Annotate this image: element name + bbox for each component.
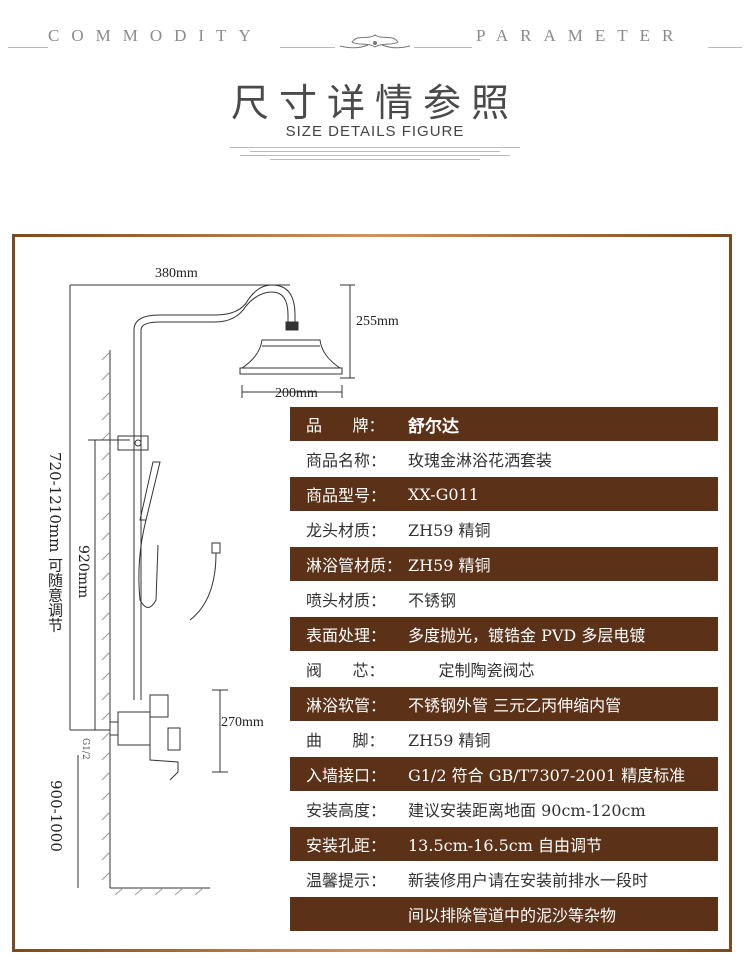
spec-row-pipe-material: 淋浴管材质：ZH59 精铜 [290,547,718,581]
spec-row-curved-leg: 曲 脚：ZH59 精铜 [306,731,491,750]
spec-row-valve-core: 阀 芯： 定制陶瓷阀芯 [306,661,535,680]
dim-width-label: 380mm [155,266,198,281]
page-subtitle: SIZE DETAILS FIGURE [285,123,465,140]
page-title: 尺寸详情参照 [230,81,519,125]
spec-row-name: 商品名称：玫瑰金淋浴花洒套装 [306,451,553,470]
spec-row-hole-distance: 安装孔距：13.5cm-16.5cm 自由调节 [290,827,718,861]
header-left-word: COMMODITY [48,26,263,45]
header-line-mid-right [414,47,472,48]
dim-head-diameter-label: 200mm [275,386,318,401]
dim-floor-label: 900-1000 [47,780,65,852]
spec-row-surface: 表面处理：多度抛光，镀锆金 PVD 多层电镀 [290,617,718,651]
dim-thread-label: G1/2 [80,738,90,760]
header-line-right [708,47,742,48]
spec-row-tip: 温馨提示：新装修用户请在安装前排水一段时 [306,871,649,890]
spec-row-head-material: 喷头材质：不锈钢 [306,591,457,610]
spec-row-model: 商品型号：XX-G011 [290,477,718,511]
spec-row-brand: 品 牌：舒尔达 [290,407,718,441]
header-line-left [8,47,48,48]
ornament-icon [339,34,411,49]
spec-row-faucet-material: 龙头材质：ZH59 精铜 [306,521,491,540]
spec-row-tip-continued: 间以排除管道中的泥沙等杂物 [290,897,718,931]
header-line-mid-left [280,47,335,48]
spec-row-hose: 淋浴软管：不锈钢外管 三元乙丙伸缩内管 [290,687,718,721]
dim-range-label: 720-1210mm 可随意调节 [46,452,64,633]
spec-row-install-height: 安装高度：建议安装距离地面 90cm-120cm [306,801,646,820]
spec-row-wall-interface: 入墙接口：G1/2 符合 GB/T7307-2001 精度标准 [290,757,718,791]
header-right-word: PARAMETER [476,26,686,45]
dim-270-label: 270mm [221,715,264,730]
dim-920-label: 920mm [75,545,91,599]
decorative-fine-print [210,146,540,163]
dim-head-height-label: 255mm [356,314,399,329]
